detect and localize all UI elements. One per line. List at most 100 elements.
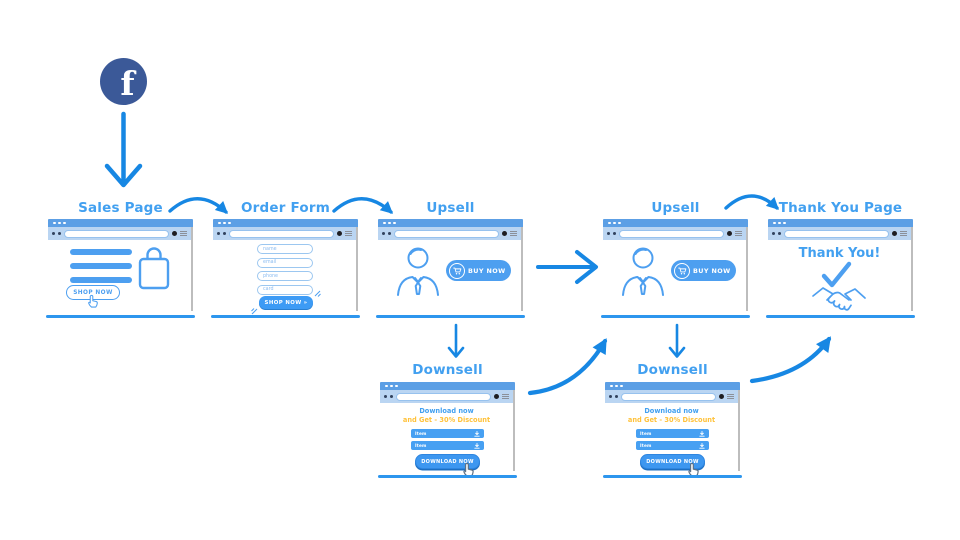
browser-toolbar — [380, 390, 513, 403]
window-dot — [53, 221, 56, 225]
arrow-upsell2-to-downsell2 — [668, 323, 686, 358]
salesman-icon — [622, 247, 664, 296]
facebook-letter: f — [120, 64, 135, 103]
card-field[interactable]: card — [257, 284, 313, 295]
download-now-button[interactable]: DOWNLOAD NOW — [415, 454, 480, 469]
menu-icon[interactable] — [727, 393, 734, 400]
forward-icon[interactable] — [778, 231, 782, 236]
forward-icon[interactable] — [613, 231, 617, 236]
window-dot — [388, 221, 391, 225]
browser-toolbar — [605, 390, 738, 403]
menu-icon[interactable] — [502, 393, 509, 400]
window-bottom-bar — [376, 314, 525, 318]
window-bottom-bar — [766, 314, 915, 318]
url-bar[interactable] — [394, 229, 499, 238]
url-bar[interactable] — [396, 392, 491, 401]
download-now-button[interactable]: DOWNLOAD NOW — [640, 454, 705, 469]
back-icon[interactable] — [384, 394, 388, 399]
window-dot — [218, 221, 221, 225]
text-line-bar — [70, 249, 132, 255]
window-titlebar — [605, 382, 740, 390]
menu-icon[interactable] — [735, 230, 742, 237]
menu-icon[interactable] — [510, 230, 517, 237]
cart-icon — [674, 262, 690, 279]
arrow-downsell2-to-thankyou — [749, 336, 832, 384]
back-icon[interactable] — [52, 231, 56, 236]
hand-cursor-icon — [88, 294, 98, 308]
browser-window-order-form: name email phone card SHOP NOW » — [211, 219, 360, 318]
download-item-row[interactable]: Item — [411, 429, 484, 438]
window-dot — [58, 221, 61, 225]
back-icon[interactable] — [609, 394, 613, 399]
text-line-bar — [70, 263, 132, 269]
node-title-thank-you-page: Thank You Page — [778, 200, 903, 216]
window-dot — [63, 221, 66, 225]
window-dot — [783, 221, 786, 225]
forward-icon[interactable] — [388, 231, 392, 236]
url-bar[interactable] — [64, 229, 169, 238]
forward-icon[interactable] — [58, 231, 62, 236]
browser-window-thank-you: Thank You! — [766, 219, 915, 318]
record-icon[interactable] — [337, 231, 342, 236]
forward-icon[interactable] — [615, 394, 619, 399]
record-icon[interactable] — [494, 394, 499, 399]
node-title-order-form: Order Form — [241, 200, 330, 216]
check-mark-icon — [821, 261, 852, 288]
forward-icon[interactable] — [390, 394, 394, 399]
window-bottom-bar — [378, 474, 517, 478]
record-icon[interactable] — [719, 394, 724, 399]
menu-icon[interactable] — [345, 230, 352, 237]
back-icon[interactable] — [382, 231, 386, 236]
url-bar[interactable] — [229, 229, 334, 238]
forward-icon[interactable] — [223, 231, 227, 236]
node-title-downsell-2: Downsell — [637, 362, 708, 378]
window-bottom-bar — [211, 314, 360, 318]
window-dot — [610, 384, 613, 388]
record-icon[interactable] — [727, 231, 732, 236]
buy-now-button[interactable]: BUY NOW — [671, 260, 736, 281]
download-icon — [699, 430, 705, 437]
window-dot — [393, 221, 396, 225]
name-field[interactable]: name — [257, 244, 313, 254]
buy-now-button[interactable]: BUY NOW — [446, 260, 511, 281]
browser-toolbar — [768, 227, 911, 240]
download-item-row[interactable]: Item — [636, 429, 709, 438]
click-sparkle-icon — [251, 308, 258, 315]
download-item-row[interactable]: Item — [411, 441, 484, 450]
shop-now-submit-button[interactable]: SHOP NOW » — [259, 296, 313, 309]
node-title-upsell-2: Upsell — [651, 200, 700, 216]
download-icon — [474, 430, 480, 437]
download-icon — [699, 442, 705, 449]
email-field[interactable]: email — [257, 257, 313, 268]
record-icon[interactable] — [502, 231, 507, 236]
browser-toolbar — [378, 227, 521, 240]
arrow-downsell1-to-upsell2 — [527, 338, 608, 396]
record-icon[interactable] — [892, 231, 897, 236]
url-bar[interactable] — [619, 229, 724, 238]
browser-window-sales-page: SHOP NOW — [46, 219, 195, 318]
back-icon[interactable] — [772, 231, 776, 236]
node-title-upsell-1: Upsell — [426, 200, 475, 216]
menu-icon[interactable] — [180, 230, 187, 237]
url-bar[interactable] — [621, 392, 716, 401]
window-dot — [383, 221, 386, 225]
window-dot — [228, 221, 231, 225]
downsell-offer: and Get - 30% Discount — [402, 416, 491, 424]
browser-toolbar — [213, 227, 356, 240]
phone-field[interactable]: phone — [257, 271, 313, 281]
back-icon[interactable] — [607, 231, 611, 236]
browser-toolbar — [603, 227, 746, 240]
url-bar[interactable] — [784, 229, 889, 238]
back-icon[interactable] — [217, 231, 221, 236]
record-icon[interactable] — [172, 231, 177, 236]
browser-window-downsell-1: Download now and Get - 30% Discount Item… — [378, 382, 517, 478]
window-bottom-bar — [603, 474, 742, 478]
downsell-headline: Download now — [644, 407, 699, 415]
download-item-row[interactable]: Item — [636, 441, 709, 450]
arrow-facebook-to-sales-page — [104, 111, 143, 188]
window-dot — [390, 384, 393, 388]
window-dot — [608, 221, 611, 225]
menu-icon[interactable] — [900, 230, 907, 237]
window-titlebar — [378, 219, 523, 227]
window-dot — [613, 221, 616, 225]
